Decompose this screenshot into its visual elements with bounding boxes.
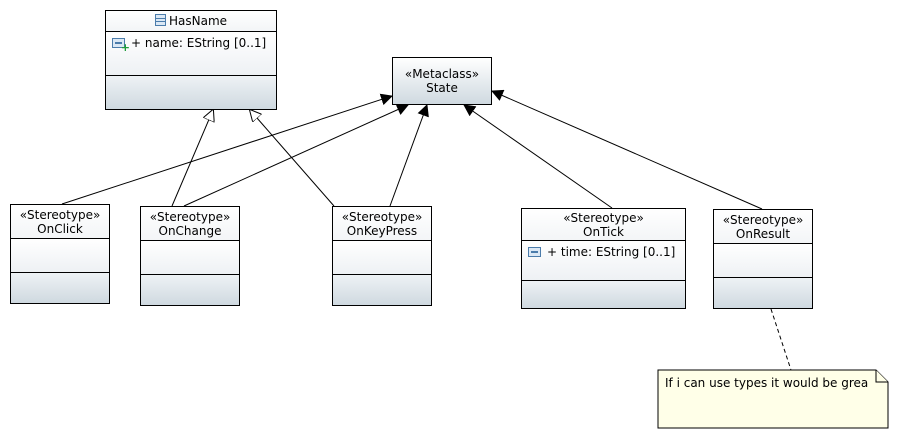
attributes-compartment[interactable] — [714, 244, 812, 278]
class-name: OnClick — [37, 222, 83, 236]
class-header: «Stereotype» OnKeyPress — [333, 207, 431, 241]
note-shape[interactable] — [657, 369, 889, 429]
extension-onresult-state[interactable] — [491, 89, 763, 210]
extension-onchange-state[interactable] — [183, 104, 409, 207]
operations-compartment[interactable] — [333, 275, 431, 305]
operations-compartment[interactable] — [141, 275, 239, 305]
note-folded-corner — [875, 370, 888, 383]
class-hasname[interactable]: HasName + name: EString [0..1] — [105, 10, 277, 110]
attributes-compartment[interactable] — [333, 241, 431, 275]
note-text[interactable]: If i can use types it would be grea — [665, 376, 869, 390]
class-name: OnResult — [735, 227, 791, 241]
attribute-label: + time: EString [0..1] — [547, 245, 676, 259]
attribute-row[interactable]: + time: EString [0..1] — [522, 244, 685, 260]
class-name: OnKeyPress — [346, 224, 418, 238]
class-header: «Stereotype» OnResult — [714, 210, 812, 244]
class-header: HasName — [106, 11, 276, 32]
stereotype-label: «Stereotype» — [563, 211, 644, 225]
generalization-onkeypress-hasname[interactable] — [250, 110, 335, 207]
extension-ontick-state[interactable] — [463, 104, 613, 209]
attribute-icon — [528, 247, 541, 257]
class-header: «Stereotype» OnClick — [11, 205, 109, 239]
stereotype-onclick[interactable]: «Stereotype» OnClick — [10, 204, 110, 304]
class-name: OnTick — [583, 225, 624, 239]
operations-compartment[interactable] — [522, 281, 685, 308]
attributes-compartment[interactable] — [141, 241, 239, 275]
attribute-add-icon — [112, 38, 130, 51]
attributes-compartment[interactable]: + time: EString [0..1] — [522, 241, 685, 281]
attributes-compartment[interactable] — [11, 239, 109, 273]
stereotype-label: «Stereotype» — [341, 210, 423, 224]
stereotype-ontick[interactable]: «Stereotype» OnTick + time: EString [0..… — [521, 208, 686, 309]
class-header: «Metaclass» State — [393, 58, 491, 95]
operations-compartment[interactable] — [11, 273, 109, 303]
stereotype-onkeypress[interactable]: «Stereotype» OnKeyPress — [332, 206, 432, 306]
stereotype-label: «Stereotype» — [722, 213, 804, 227]
note-anchor-line[interactable] — [770, 308, 792, 371]
attribute-label: + name: EString [0..1] — [131, 36, 267, 50]
attributes-compartment[interactable]: + name: EString [0..1] — [106, 32, 276, 76]
class-name: OnChange — [158, 224, 222, 238]
class-header: «Stereotype» OnChange — [141, 207, 239, 241]
stereotype-label: «Metaclass» — [404, 67, 480, 81]
class-header: «Stereotype» OnTick — [522, 209, 685, 241]
generalization-onchange-hasname[interactable] — [171, 110, 213, 207]
stereotype-onresult[interactable]: «Stereotype» OnResult — [713, 209, 813, 309]
stereotype-onchange[interactable]: «Stereotype» OnChange — [140, 206, 240, 306]
extension-onkeypress-state[interactable] — [389, 104, 429, 207]
extension-onclick-state[interactable] — [61, 93, 393, 205]
class-name: State — [426, 81, 458, 95]
stereotype-label: «Stereotype» — [19, 208, 101, 222]
class-icon — [154, 14, 166, 26]
class-name: HasName — [168, 14, 228, 28]
operations-compartment[interactable] — [714, 278, 812, 308]
metaclass-state[interactable]: «Metaclass» State — [392, 57, 492, 105]
operations-compartment[interactable] — [106, 76, 276, 109]
attribute-row[interactable]: + name: EString [0..1] — [106, 35, 276, 51]
stereotype-label: «Stereotype» — [149, 210, 231, 224]
